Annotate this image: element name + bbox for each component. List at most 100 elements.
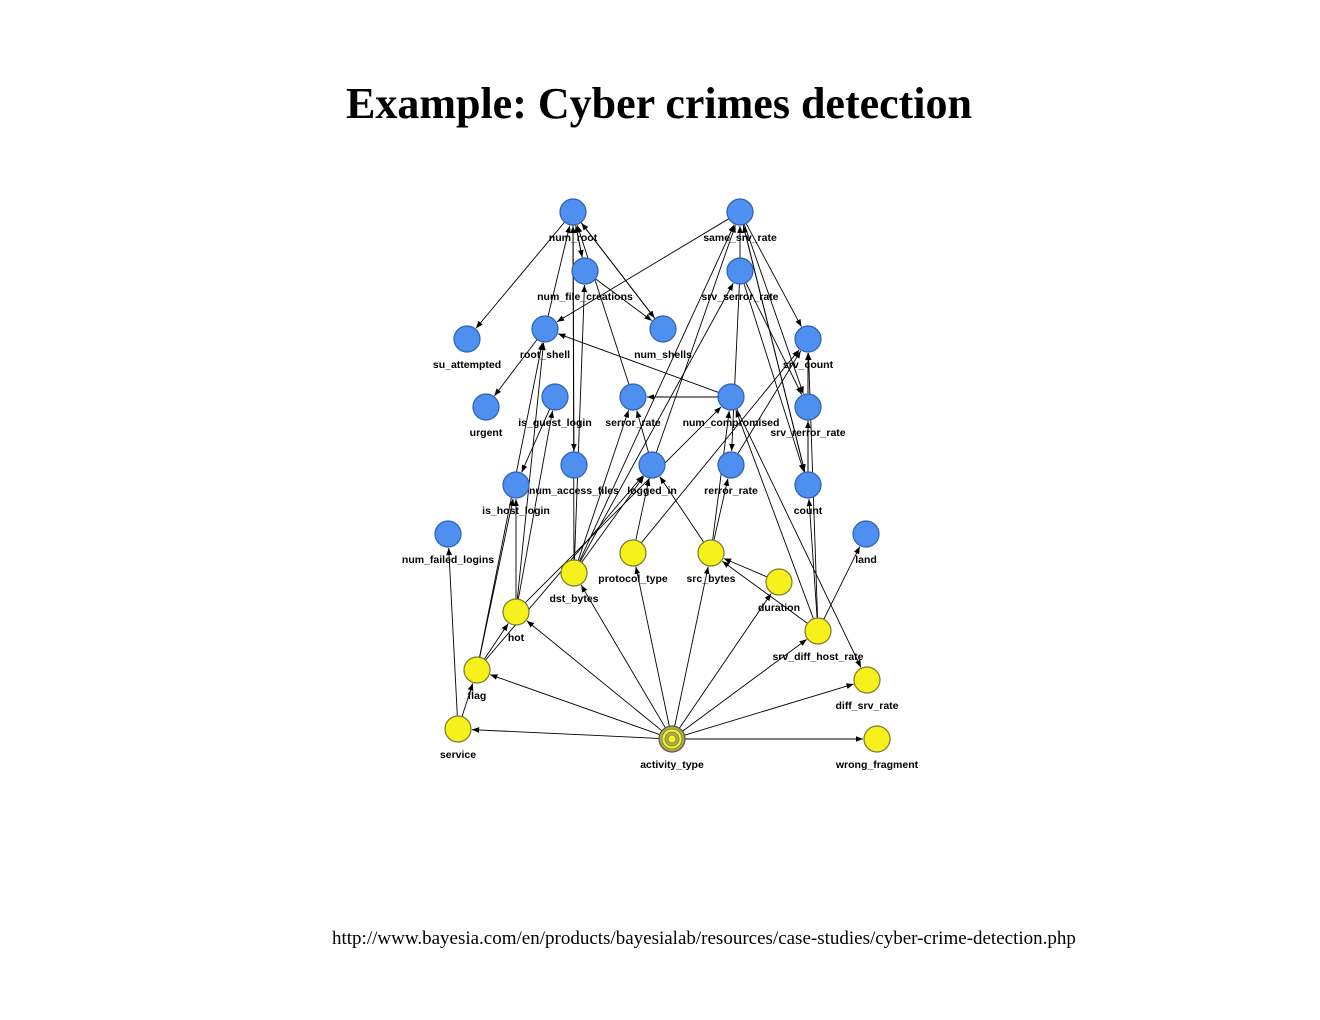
edge-dst_bytes-to-srv_serror_rate (579, 283, 734, 562)
node-su_attempted[interactable]: su_attempted (433, 325, 501, 371)
edge-serror_rate-to-num_root (576, 225, 630, 385)
node-service[interactable]: service (440, 715, 476, 761)
node-label-rerror_rate: rerror_rate (704, 485, 758, 497)
node-rerror_rate-circle (717, 451, 745, 479)
edge-activity_type-to-srv_diff_host_rate (682, 638, 808, 732)
node-label-num_access_files: num_access_files (529, 485, 619, 497)
edge-dst_bytes-to-serror_rate (577, 410, 629, 561)
node-is_host_login[interactable]: is_host_login (482, 471, 550, 517)
edge-duration-to-src_bytes (723, 558, 768, 578)
node-num_compromised[interactable]: num_compromised (683, 383, 780, 429)
edge-srv_diff_host_rate-to-land (823, 546, 861, 620)
node-srv_count[interactable]: srv_count (783, 325, 834, 371)
node-label-is_host_login: is_host_login (482, 505, 550, 517)
node-num_root[interactable]: num_root (549, 198, 598, 244)
node-serror_rate[interactable]: serror_rate (605, 383, 661, 429)
node-logged_in[interactable]: logged_in (627, 451, 677, 497)
node-src_bytes[interactable]: src_bytes (686, 539, 736, 585)
edge-src_bytes-to-num_compromised (712, 410, 732, 541)
edge-srv_serror_rate-to-rerror_rate (729, 283, 740, 452)
node-srv_serror_rate[interactable]: srv_serror_rate (701, 257, 779, 303)
node-land[interactable]: land (852, 520, 880, 566)
slide-title-text: Example: Cyber crimes detection (345, 79, 973, 128)
node-hot-circle (502, 598, 530, 626)
node-srv_diff_host_rate[interactable]: srv_diff_host_rate (772, 617, 864, 663)
edge-service-to-num_failed_logins (446, 547, 458, 717)
node-diff_srv_rate-circle (853, 666, 881, 694)
node-label-srv_count: srv_count (783, 359, 834, 371)
node-diff_srv_rate[interactable]: diff_srv_rate (835, 666, 899, 712)
node-count-circle (794, 471, 822, 499)
node-num_access_files[interactable]: num_access_files (529, 451, 619, 497)
node-num_shells[interactable]: num_shells (634, 315, 692, 361)
edge-flag-to-hot (483, 623, 509, 660)
edge-protocol_type-to-logged_in (635, 478, 651, 541)
edge-activity_type-to-flag (490, 674, 660, 736)
node-urgent[interactable]: urgent (470, 393, 503, 439)
node-count[interactable]: count (794, 471, 823, 517)
edge-root_shell-to-num_root (547, 225, 571, 317)
slide-title: Example: Cyber crimes detection (0, 78, 1320, 129)
edge-num_file_creations-to-num_shells (595, 278, 653, 322)
edge-service-to-flag (461, 683, 474, 717)
edge-src_bytes-to-logged_in (659, 476, 705, 543)
node-dst_bytes-circle (560, 559, 588, 587)
node-activity_type[interactable]: activity_type (640, 725, 704, 771)
node-label-num_compromised: num_compromised (683, 417, 780, 429)
node-protocol_type[interactable]: protocol_type (598, 539, 668, 585)
edge-num_compromised-to-diff_srv_rate (736, 408, 862, 668)
node-label-urgent: urgent (470, 427, 503, 439)
node-label-same_srv_rate: same_srv_rate (703, 232, 777, 244)
node-label-su_attempted: su_attempted (433, 359, 501, 371)
node-num_file_creations[interactable]: num_file_creations (537, 257, 633, 303)
edge-same_srv_rate-to-srv_rerror_rate (743, 224, 804, 394)
edge-num_compromised-to-root_shell (557, 333, 719, 393)
node-num_compromised-circle (717, 383, 745, 411)
node-rerror_rate[interactable]: rerror_rate (704, 451, 758, 497)
node-flag[interactable]: flag (463, 656, 491, 702)
node-num_root-circle (559, 198, 587, 226)
node-label-duration: duration (758, 602, 800, 614)
node-label-diff_srv_rate: diff_srv_rate (835, 700, 898, 712)
node-srv_count-circle (794, 325, 822, 353)
node-label-root_shell: root_shell (520, 349, 570, 361)
edge-dst_bytes-to-num_file_creations (574, 284, 588, 561)
edge-logged_in-to-serror_rate (635, 410, 649, 453)
edge-activity_type-to-dst_bytes (580, 584, 666, 729)
node-dst_bytes[interactable]: dst_bytes (549, 559, 599, 605)
edge-activity_type-to-service (471, 727, 660, 739)
node-num_file_creations-circle (571, 257, 599, 285)
edge-num_shells-to-num_root (581, 222, 656, 319)
node-is_guest_login[interactable]: is_guest_login (518, 383, 592, 429)
node-service-circle (444, 715, 472, 743)
node-label-num_root: num_root (549, 232, 598, 244)
edge-flag-to-is_host_login (479, 498, 515, 658)
edge-srv_diff_host_rate-to-num_compromised (735, 409, 814, 619)
node-hot[interactable]: hot (502, 598, 530, 644)
edge-rerror_rate-to-srv_count (737, 350, 802, 455)
node-label-protocol_type: protocol_type (598, 573, 668, 585)
node-srv_serror_rate-circle (726, 257, 754, 285)
node-land-circle (852, 520, 880, 548)
node-num_failed_logins[interactable]: num_failed_logins (402, 520, 494, 566)
node-label-src_bytes: src_bytes (686, 573, 735, 585)
node-wrong_fragment-circle (863, 725, 891, 753)
node-label-land: land (855, 554, 877, 566)
edge-dst_bytes-to-same_srv_rate (579, 224, 735, 562)
node-activity_type-ring-3 (667, 734, 677, 744)
edge-dst_bytes-to-logged_in (581, 476, 645, 563)
node-label-num_failed_logins: num_failed_logins (402, 554, 494, 566)
node-num_failed_logins-circle (434, 520, 462, 548)
node-wrong_fragment[interactable]: wrong_fragment (835, 725, 919, 771)
node-duration[interactable]: duration (758, 568, 800, 614)
node-duration-circle (765, 568, 793, 596)
node-label-flag: flag (468, 690, 487, 702)
source-url[interactable]: http://www.bayesia.com/en/products/bayes… (332, 928, 1076, 949)
node-label-hot: hot (508, 632, 525, 644)
node-label-num_shells: num_shells (634, 349, 692, 361)
node-root_shell[interactable]: root_shell (520, 315, 570, 361)
node-srv_rerror_rate[interactable]: srv_rerror_rate (770, 393, 846, 439)
edge-root_shell-to-urgent (494, 339, 538, 397)
node-same_srv_rate[interactable]: same_srv_rate (703, 198, 777, 244)
